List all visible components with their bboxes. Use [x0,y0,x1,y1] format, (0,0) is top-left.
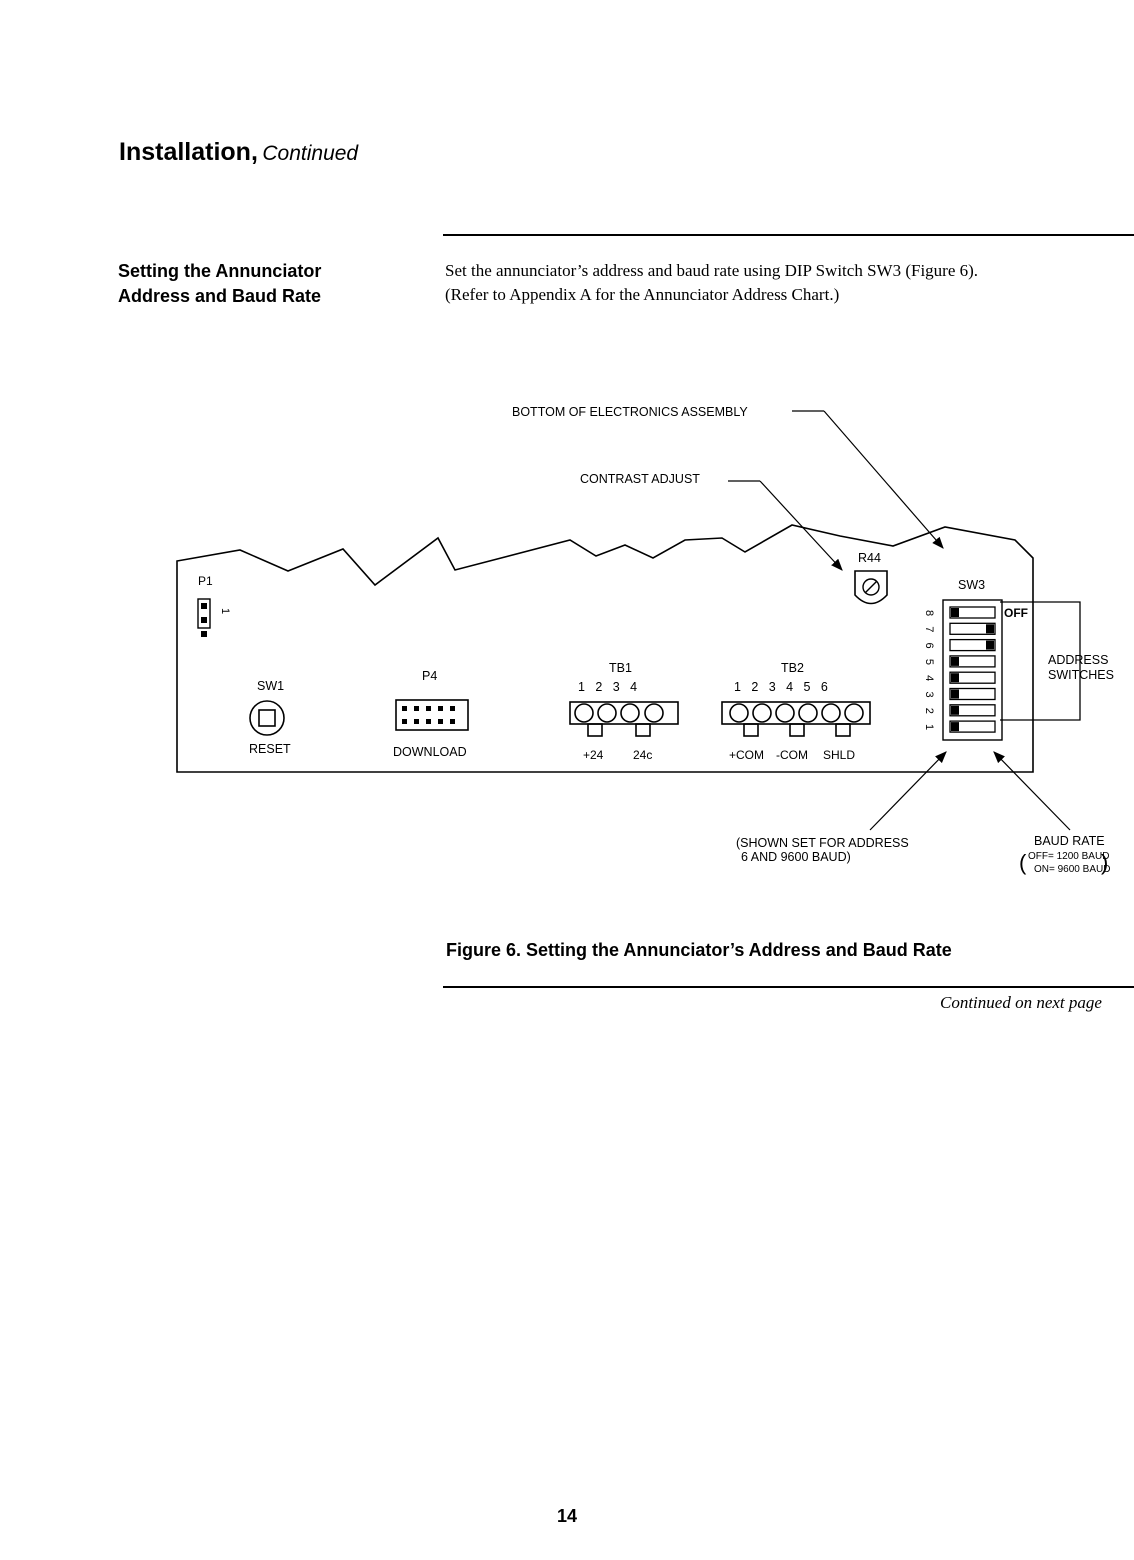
callout-bottom-assembly: BOTTOM OF ELECTRONICS ASSEMBLY [512,405,748,419]
tb1-plus24-label: +24 [583,748,604,762]
dip-switch-number-1: 1 [923,724,935,730]
section-heading-line1: Setting the Annunciator [118,261,322,281]
reset-switch [249,700,285,736]
section-body-line1: Set the annunciator’s address and baud r… [445,261,979,280]
page-title-main: Installation, [119,138,258,166]
section-body-line2: (Refer to Appendix A for the Annunciator… [445,285,840,304]
shown-set-arrow [869,751,947,831]
download-label: DOWNLOAD [393,745,467,759]
section-heading: Setting the Annunciator Address and Baud… [118,259,418,309]
section-rule-top [443,234,1134,236]
tb2-mcom-label: -COM [776,748,808,762]
dip-switch-numbers: 8 7 6 5 4 3 2 1 [923,610,935,730]
p1-pin-label: 1 [219,608,231,614]
baud-rate-paren-close: ) [1101,850,1108,875]
address-switches-label-line1: ADDRESS [1048,653,1108,667]
baud-on-label: ON= 9600 BAUD [1034,864,1110,875]
tb1-pin-numbers: 1 2 3 4 [578,680,637,694]
dip-switch-number-8: 8 [923,610,935,616]
p4-label: P4 [422,669,437,683]
dip-switch-1 [949,720,996,733]
tb2-shld-label: SHLD [823,748,855,762]
r44-potentiometer [854,570,888,605]
dip-switch-number-7: 7 [923,626,935,632]
download-connector [395,699,469,731]
dip-switch-number-4: 4 [923,675,935,681]
figure-rule-bottom [443,986,1134,988]
baud-off-label: OFF= 1200 BAUD [1028,851,1109,862]
callout-bottom-assembly-arrow [823,410,944,549]
off-label: OFF [1004,606,1028,620]
dip-switch-8 [949,606,996,619]
address-switches-bracket [1000,601,1081,721]
page-number: 14 [556,1506,578,1526]
tb1-24c-label: 24c [633,748,652,762]
tb2-pin-numbers: 1 2 3 4 5 6 [734,680,828,694]
dip-switch-number-6: 6 [923,643,935,649]
tb2-terminal-block [721,701,871,737]
dip-switch-4 [949,671,996,684]
dip-switch-6 [949,638,996,652]
dip-switch-7 [949,622,996,635]
p1-jumper [197,598,211,637]
callout-contrast-adjust: CONTRAST ADJUST [580,472,700,486]
r44-label: R44 [858,551,881,565]
tb1-terminal-block [569,701,679,737]
dip-switch-5 [949,655,996,668]
reset-label: RESET [249,742,291,756]
tb2-label: TB2 [781,661,804,675]
shown-set-label-line2: 6 AND 9600 BAUD) [741,850,851,864]
dip-switch-2 [949,704,996,717]
dip-switch-rows [949,606,996,733]
tb2-pcom-label: +COM [729,748,764,762]
sw1-label: SW1 [257,679,284,693]
circuit-board-diagram: BOTTOM OF ELECTRONICS ASSEMBLY CONTRAST … [176,405,1114,875]
board-outline [176,524,1034,773]
baud-rate-arrow [993,751,1071,831]
section-body: Set the annunciator’s address and baud r… [445,259,1125,307]
section-heading-line2: Address and Baud Rate [118,286,322,306]
address-switches-label-line2: SWITCHES [1048,668,1114,682]
continued-on-next-page: Continued on next page [940,993,1102,1012]
dip-switch-number-2: 2 [923,708,935,714]
baud-rate-label: BAUD RATE [1034,834,1105,848]
sw3-label: SW3 [958,578,985,592]
callout-contrast-adjust-arrow [759,480,843,571]
figure-caption: Figure 6. Setting the Annunciator’s Addr… [446,940,952,960]
page-title: Installation, Continued [119,138,358,167]
dip-switch-number-3: 3 [923,691,935,697]
dip-switch-3 [949,687,996,701]
tb1-label: TB1 [609,661,632,675]
page-title-continued: Continued [262,142,359,165]
baud-rate-paren-open: ( [1019,850,1027,875]
sw3-dip-switch [942,599,1003,741]
p1-label: P1 [198,574,213,588]
dip-switch-number-5: 5 [923,659,935,665]
shown-set-label-line1: (SHOWN SET FOR ADDRESS [736,836,909,850]
